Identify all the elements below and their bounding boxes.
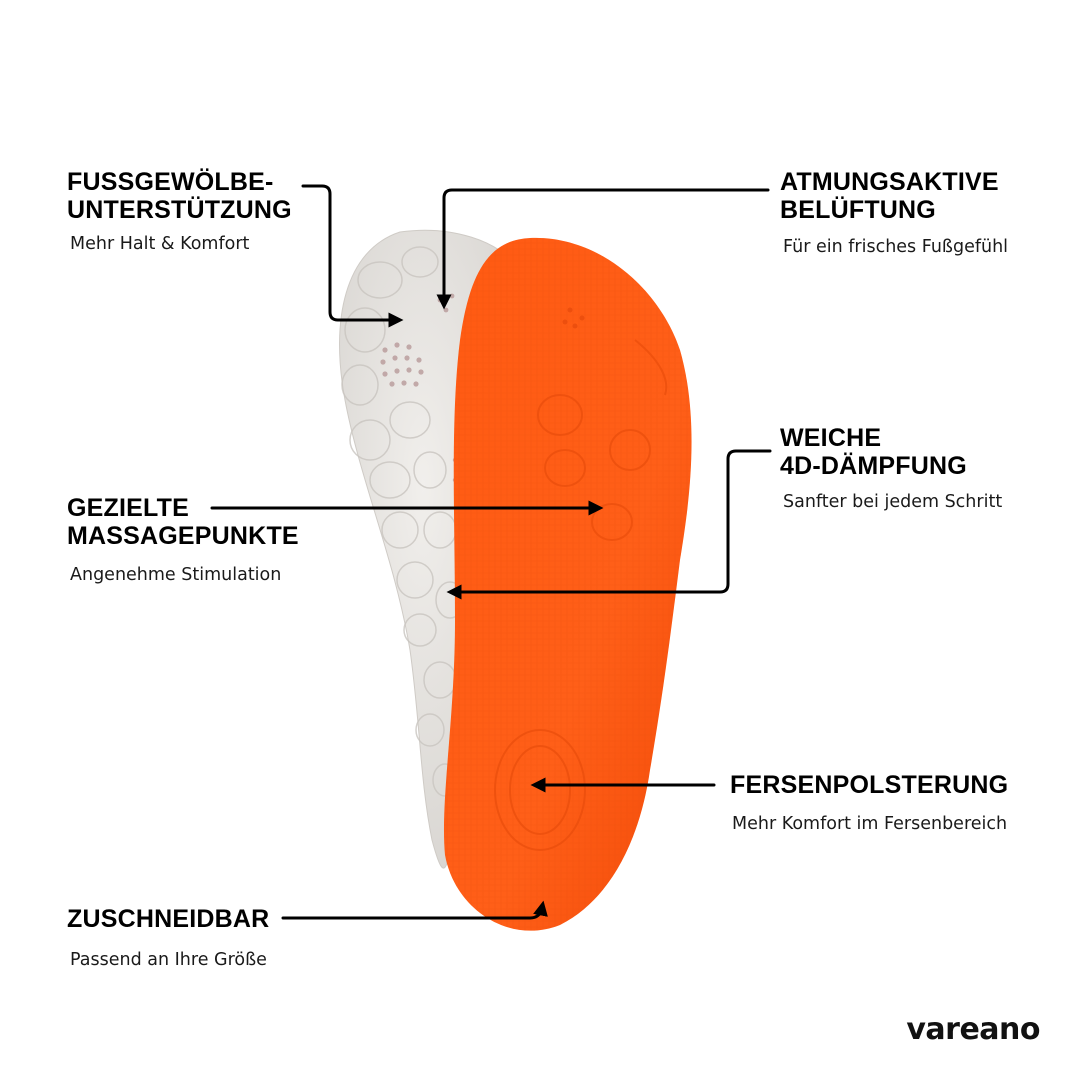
- feature-subtitle: Mehr Halt & Komfort: [70, 234, 250, 254]
- feature-title: ZUSCHNEIDBAR: [67, 905, 269, 933]
- cut-connector: [281, 900, 548, 920]
- title-line: FERSENPOLSTERUNG: [730, 771, 1009, 799]
- title-line: ATMUNGSAKTIVE: [780, 168, 999, 196]
- feature-title: WEICHE 4D-DÄMPFUNG: [780, 424, 967, 480]
- feature-ventilation: ATMUNGSAKTIVE BELÜFTUNG: [780, 168, 999, 224]
- feature-subtitle: Mehr Komfort im Fersenbereich: [732, 814, 1008, 834]
- feature-title: FUSSGEWÖLBE- UNTERSTÜTZUNG: [67, 168, 292, 224]
- brand-logo: vareano: [906, 1012, 1040, 1047]
- arch-connector: [301, 184, 404, 328]
- vent-connector: [436, 188, 770, 310]
- feature-subtitle: Angenehme Stimulation: [70, 565, 282, 585]
- title-line: WEICHE: [780, 424, 882, 452]
- title-line: GEZIELTE: [67, 494, 189, 522]
- feature-heel-padding: FERSENPOLSTERUNG: [730, 771, 1008, 799]
- callout-lines: [210, 184, 772, 920]
- title-line: FUSSGEWÖLBE-: [67, 168, 274, 196]
- feature-title: ATMUNGSAKTIVE BELÜFTUNG: [780, 168, 999, 224]
- title-line: UNTERSTÜTZUNG: [67, 196, 292, 224]
- grey-insole-texture: [341, 246, 465, 797]
- damping-connector: [446, 449, 772, 600]
- feature-cuttable: ZUSCHNEIDBAR: [67, 905, 269, 933]
- title-line: BELÜFTUNG: [780, 196, 936, 224]
- feature-subtitle: Passend an Ihre Größe: [70, 950, 267, 970]
- orange-insole-vents: [562, 307, 585, 329]
- feature-arch-support: FUSSGEWÖLBE- UNTERSTÜTZUNG: [67, 168, 292, 224]
- feature-subtitle: Für ein frisches Fußgefühl: [783, 237, 1009, 257]
- feature-subtitle: Sanfter bei jedem Schritt: [783, 492, 1003, 512]
- title-line: MASSAGEPUNKTE: [67, 522, 299, 550]
- feature-damping: WEICHE 4D-DÄMPFUNG: [780, 424, 967, 480]
- orange-insole-pads: [494, 339, 668, 851]
- title-line: 4D-DÄMPFUNG: [780, 452, 967, 480]
- feature-title: GEZIELTE MASSAGEPUNKTE: [67, 494, 299, 550]
- feature-massage-points: GEZIELTE MASSAGEPUNKTE: [67, 494, 299, 550]
- feature-title: FERSENPOLSTERUNG: [730, 771, 1008, 799]
- title-line: ZUSCHNEIDBAR: [67, 905, 270, 933]
